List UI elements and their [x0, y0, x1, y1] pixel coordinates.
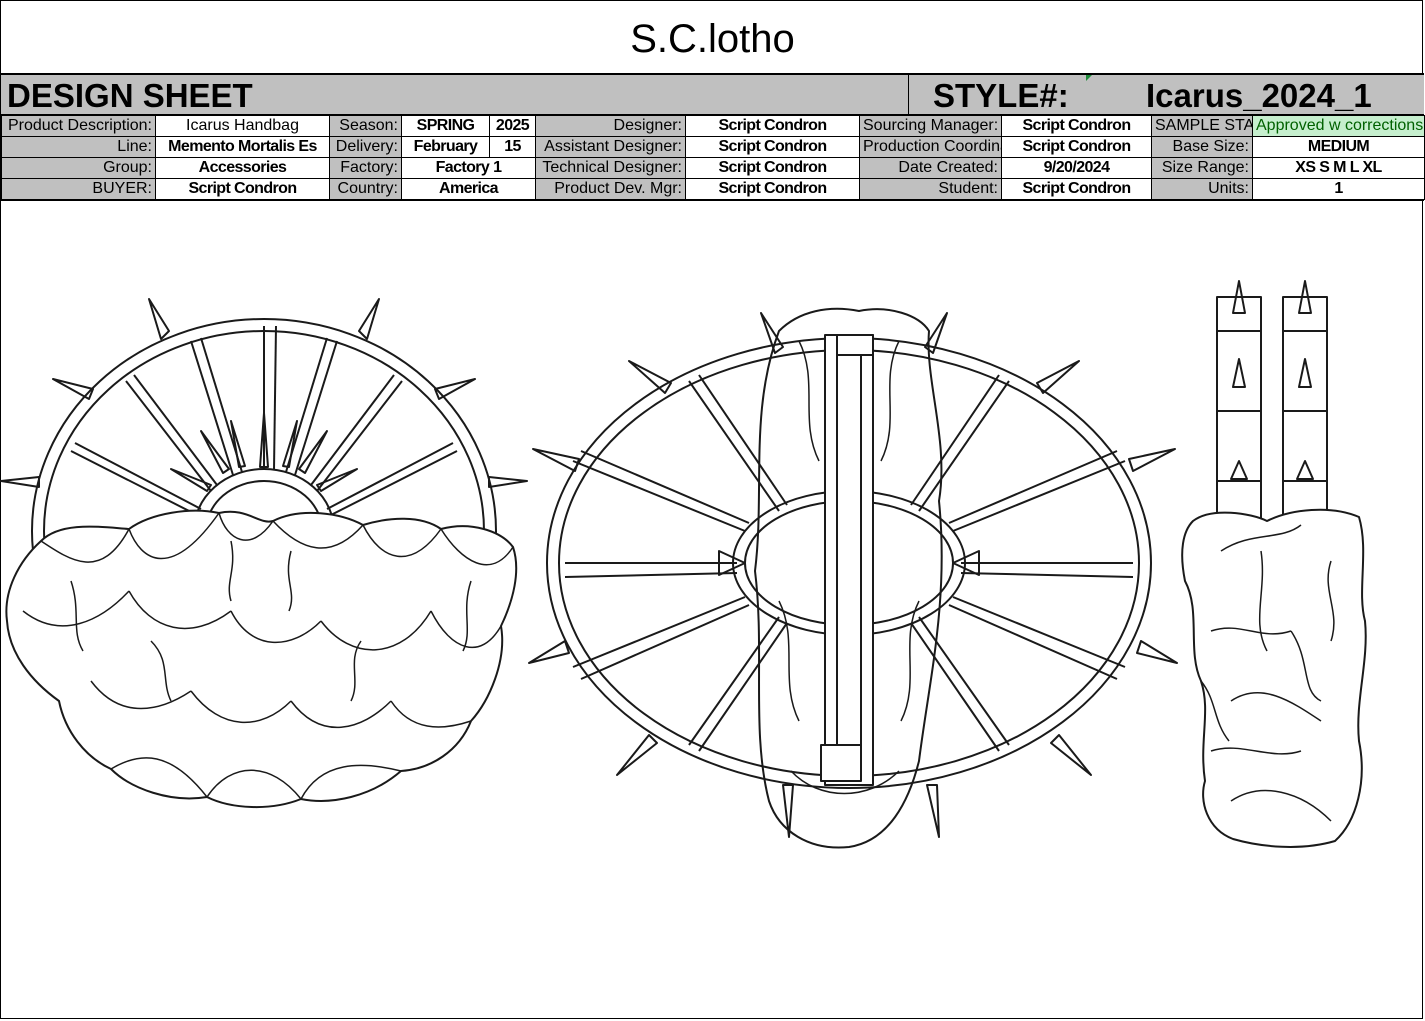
- line-value[interactable]: Memento Mortalis Es: [155, 136, 330, 158]
- product-description-value[interactable]: Icarus Handbag: [155, 115, 330, 137]
- spec-grid: Product Description: Icarus Handbag Seas…: [1, 115, 1425, 200]
- sample-status-value[interactable]: Approved w corrections: [1252, 115, 1425, 137]
- buyer-value[interactable]: Script Condron: [155, 178, 330, 200]
- front-view-drawing: [0, 298, 528, 808]
- base-size-label: Base Size:: [1151, 136, 1253, 158]
- spec-row-1: Product Description: Icarus Handbag Seas…: [1, 115, 1425, 137]
- season-label: Season:: [329, 115, 402, 137]
- header-divider: [908, 75, 909, 115]
- top-ruffle-folds: [778, 340, 920, 795]
- product-dev-mgr-value[interactable]: Script Condron: [685, 178, 860, 200]
- top-handle-bar: [824, 334, 874, 786]
- top-handle-bar-edge: [836, 341, 862, 781]
- spec-row-3: Group: Accessories Factory: Factory 1 Te…: [1, 157, 1425, 179]
- top-handle-cap-top: [836, 334, 874, 356]
- line-label: Line:: [1, 136, 156, 158]
- top-wheel-spikes: [528, 312, 1178, 838]
- front-wheel-spikes: [0, 298, 528, 492]
- side-strap-spikes: [1230, 280, 1314, 480]
- units-value[interactable]: 1: [1252, 178, 1425, 200]
- delivery-label: Delivery:: [329, 136, 402, 158]
- size-range-label: Size Range:: [1151, 157, 1253, 179]
- spec-row-2: Line: Memento Mortalis Es Delivery: Febr…: [1, 136, 1425, 158]
- group-value[interactable]: Accessories: [155, 157, 330, 179]
- units-label: Units:: [1151, 178, 1253, 200]
- sample-status-label: SAMPLE STATUS:: [1151, 115, 1253, 137]
- factory-label: Factory:: [329, 157, 402, 179]
- buyer-label: BUYER:: [1, 178, 156, 200]
- group-label: Group:: [1, 157, 156, 179]
- style-number-label: STYLE#:: [933, 77, 1069, 114]
- size-range-value[interactable]: XS S M L XL: [1252, 157, 1425, 179]
- side-strap-dividers: [1217, 330, 1327, 482]
- top-view-drawing: [528, 307, 1178, 849]
- sheet-title: DESIGN SHEET: [7, 77, 253, 114]
- top-handle-cap-bottom: [820, 744, 862, 782]
- technical-drawings-area: [0, 201, 1424, 1019]
- spec-row-4: BUYER: Script Condron Country: America P…: [1, 178, 1425, 200]
- base-size-value[interactable]: MEDIUM: [1252, 136, 1425, 158]
- designer-label: Designer:: [535, 115, 686, 137]
- side-view-drawing: [1181, 280, 1367, 848]
- delivery-month-value[interactable]: February: [401, 136, 490, 158]
- side-ruffle-folds: [1200, 524, 1335, 822]
- date-created-label: Date Created:: [859, 157, 1002, 179]
- technical-designer-value[interactable]: Script Condron: [685, 157, 860, 179]
- factory-value[interactable]: Factory 1: [401, 157, 536, 179]
- side-ruffle-body: [1181, 508, 1367, 848]
- design-sheet-header: DESIGN SHEET STYLE#: Icarus_2024_1: [1, 73, 1424, 115]
- designer-value[interactable]: Script Condron: [685, 115, 860, 137]
- country-label: Country:: [329, 178, 402, 200]
- product-description-label: Product Description:: [1, 115, 156, 137]
- production-coordinator-value[interactable]: Script Condron: [1001, 136, 1152, 158]
- front-ruffle-folds: [22, 512, 514, 800]
- sourcing-manager-label: Sourcing Manager:: [859, 115, 1002, 137]
- season-year-value[interactable]: 2025: [489, 115, 536, 137]
- delivery-day-value[interactable]: 15: [489, 136, 536, 158]
- season-value[interactable]: SPRING: [401, 115, 490, 137]
- assistant-designer-value[interactable]: Script Condron: [685, 136, 860, 158]
- product-dev-mgr-label: Product Dev. Mgr:: [535, 178, 686, 200]
- date-created-value[interactable]: 9/20/2024: [1001, 157, 1152, 179]
- brand-name: S.C.lotho: [630, 17, 795, 61]
- front-ruffle-body: [5, 509, 518, 808]
- spec-grid-bottom-rule: [1, 199, 1424, 201]
- production-coordinator-label: Production Coordinator:: [859, 136, 1002, 158]
- assistant-designer-label: Assistant Designer:: [535, 136, 686, 158]
- student-value[interactable]: Script Condron: [1001, 178, 1152, 200]
- front-wheel-spokes: [70, 325, 458, 517]
- student-label: Student:: [859, 178, 1002, 200]
- cell-comment-indicator-icon: [1086, 75, 1092, 81]
- style-number-value[interactable]: Icarus_2024_1: [1146, 77, 1372, 114]
- technical-designer-label: Technical Designer:: [535, 157, 686, 179]
- country-value[interactable]: America: [401, 178, 536, 200]
- sourcing-manager-value[interactable]: Script Condron: [1001, 115, 1152, 137]
- top-wheel-spokes: [564, 374, 1134, 752]
